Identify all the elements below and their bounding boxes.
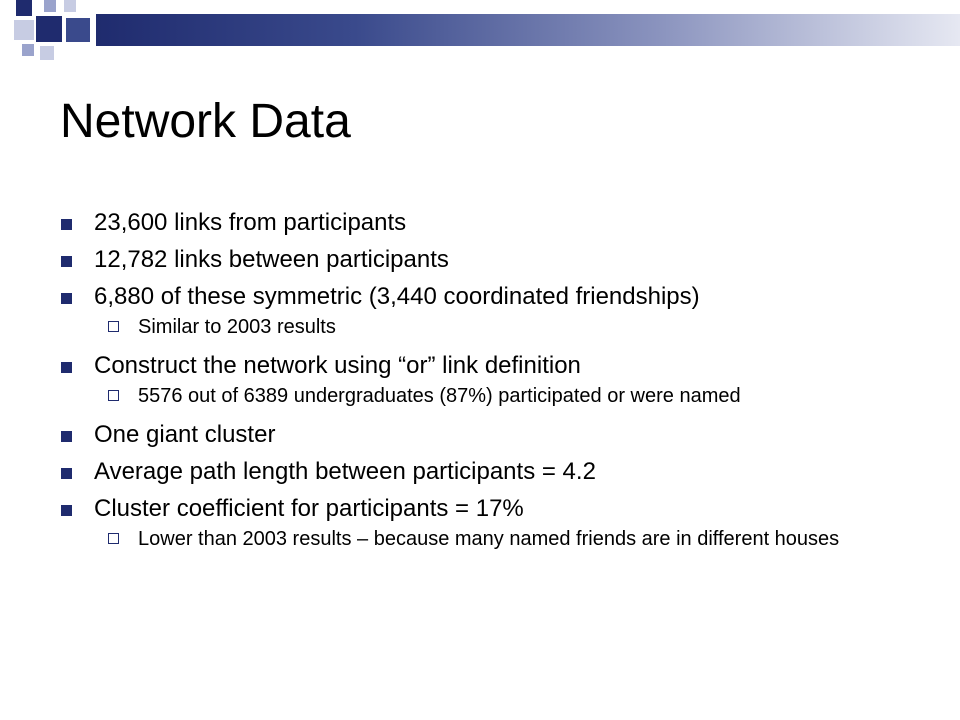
- bullet-list: 23,600 links from participants 12,782 lin…: [60, 208, 920, 563]
- square-bullet-icon: [61, 468, 72, 479]
- square-bullet-icon: [61, 256, 72, 267]
- sub-bullet-item: 5576 out of 6389 undergraduates (87%) pa…: [60, 385, 920, 407]
- decor-square: [16, 0, 32, 16]
- decor-square: [40, 46, 54, 60]
- bullet-item: Construct the network using “or” link de…: [60, 351, 920, 381]
- decor-square: [66, 18, 90, 42]
- bullet-text: One giant cluster: [94, 421, 276, 448]
- bullet-item: 23,600 links from participants: [60, 208, 920, 238]
- sub-bullet-item: Lower than 2003 results – because many n…: [60, 528, 920, 550]
- bullet-text: Average path length between participants…: [94, 458, 596, 485]
- bullet-item: 12,782 links between participants: [60, 245, 920, 275]
- square-bullet-icon: [61, 431, 72, 442]
- bullet-text: 5576 out of 6389 undergraduates (87%) pa…: [138, 385, 741, 407]
- slide-title: Network Data: [60, 95, 351, 148]
- bullet-text: Similar to 2003 results: [138, 316, 336, 338]
- header-gradient-bar: [96, 14, 960, 46]
- square-bullet-icon: [61, 293, 72, 304]
- hollow-square-bullet-icon: [108, 390, 119, 401]
- hollow-square-bullet-icon: [108, 533, 119, 544]
- bullet-text: 12,782 links between participants: [94, 246, 449, 273]
- bullet-item: 6,880 of these symmetric (3,440 coordina…: [60, 282, 920, 312]
- square-bullet-icon: [61, 219, 72, 230]
- bullet-item: Average path length between participants…: [60, 457, 920, 487]
- decor-square: [22, 44, 34, 56]
- bullet-item: One giant cluster: [60, 420, 920, 450]
- bullet-text: Cluster coefficient for participants = 1…: [94, 495, 524, 522]
- bullet-text: Lower than 2003 results – because many n…: [138, 528, 840, 550]
- bullet-text: 23,600 links from participants: [94, 209, 407, 236]
- square-bullet-icon: [61, 505, 72, 516]
- sub-bullet-item: Similar to 2003 results: [60, 316, 920, 338]
- square-bullet-icon: [61, 362, 72, 373]
- decor-square: [64, 0, 76, 12]
- header-decoration: [0, 0, 960, 60]
- bullet-text: Construct the network using “or” link de…: [94, 352, 581, 379]
- bullet-text: 6,880 of these symmetric (3,440 coordina…: [94, 283, 700, 310]
- decor-square: [14, 20, 34, 40]
- decor-square: [44, 0, 56, 12]
- hollow-square-bullet-icon: [108, 321, 119, 332]
- bullet-item: Cluster coefficient for participants = 1…: [60, 494, 920, 524]
- decor-square: [36, 16, 62, 42]
